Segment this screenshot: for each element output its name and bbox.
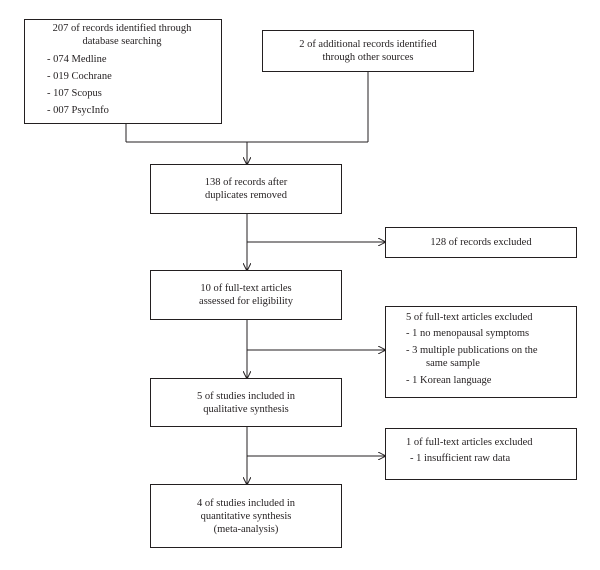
records-excluded-line: 128 of records excluded (430, 237, 532, 248)
fulltext-excluded-box-1: 5 of full-text articles excluded - 1 no … (385, 306, 577, 398)
exclusion-reason-line: - 1 Korean language (406, 375, 492, 386)
exclusion-reason-list: - 1 no menopausal symptoms - 3 multiple … (396, 327, 568, 387)
duplicates-removed-line: 138 of records after (204, 177, 288, 188)
eligibility-box: 10 of full-text articles assessed for el… (150, 270, 342, 320)
other-sources-line: 2 of additional records identified (299, 39, 437, 50)
exclusion-reason-line: - 1 no menopausal symptoms (406, 328, 530, 339)
other-sources-line: through other sources (322, 52, 414, 63)
quantitative-synthesis-line: quantitative synthesis (200, 510, 292, 522)
records-excluded-box: 128 of records excluded (385, 227, 577, 258)
other-sources-box: 2 of additional records identified throu… (262, 30, 474, 72)
exclusion-reason-line: same sample (426, 358, 480, 369)
identification-title-line: database searching (82, 36, 162, 47)
quantitative-synthesis-line: 4 of studies included in (197, 497, 295, 509)
identification-box: 207 of records identified through databa… (24, 19, 222, 124)
eligibility-line: assessed for eligibility (199, 296, 293, 307)
fulltext-excluded-title: 1 of full-text articles excluded (406, 437, 533, 448)
identification-title-line: 207 of records identified through (52, 23, 192, 34)
exclusion-reason-item: - 1 Korean language (406, 374, 568, 387)
database-source-item: - 074 Medline (47, 54, 107, 65)
database-source-list: - 074 Medline - 019 Cochrane - 107 Scopu… (33, 53, 211, 117)
quantitative-synthesis-box: 4 of studies included in quantitative sy… (150, 484, 342, 548)
duplicates-removed-line: duplicates removed (205, 190, 287, 201)
exclusion-reason-item: - 1 insufficient raw data (410, 452, 568, 465)
database-source-item: - 019 Cochrane (47, 71, 112, 82)
exclusion-reason-list: - 1 insufficient raw data (396, 452, 568, 465)
exclusion-reason-item: - 1 no menopausal symptoms (406, 327, 568, 340)
exclusion-reason-item: - 3 multiple publications on the same sa… (406, 344, 568, 370)
fulltext-excluded-title: 5 of full-text articles excluded (406, 312, 533, 323)
quantitative-synthesis-line: (meta-analysis) (213, 523, 279, 535)
exclusion-reason-line: - 3 multiple publications on the (406, 345, 538, 356)
fulltext-excluded-box-2: 1 of full-text articles excluded - 1 ins… (385, 428, 577, 480)
qualitative-synthesis-line: qualitative synthesis (203, 403, 289, 415)
database-source-item: - 107 Scopus (47, 88, 102, 99)
exclusion-reason-line: - 1 insufficient raw data (410, 453, 511, 464)
qualitative-synthesis-box: 5 of studies included in qualitative syn… (150, 378, 342, 427)
eligibility-line: 10 of full-text articles (200, 283, 292, 294)
qualitative-synthesis-line: 5 of studies included in (197, 390, 295, 402)
duplicates-removed-box: 138 of records after duplicates removed (150, 164, 342, 214)
database-source-item: - 007 PsycInfo (47, 105, 109, 116)
